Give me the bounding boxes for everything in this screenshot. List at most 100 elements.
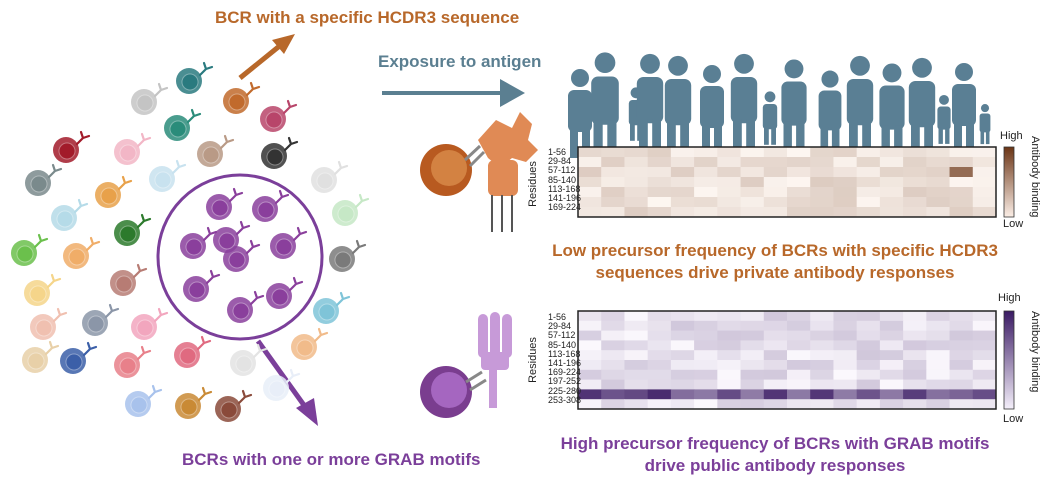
heatmap-cell: [694, 167, 718, 178]
heatmap-cell: [833, 187, 858, 198]
grab-b-cell: [213, 220, 251, 253]
b-cell: [25, 163, 63, 196]
heatmap-cell: [903, 369, 927, 381]
person-icon: [762, 91, 778, 145]
heatmap-cell: [694, 350, 718, 361]
heatmap-cell: [647, 177, 672, 188]
heatmap-cell: [972, 147, 997, 158]
heatmap-cell: [624, 350, 649, 361]
heatmap-cell: [856, 311, 881, 322]
heatmap-cell: [647, 157, 672, 168]
heatmap-cell: [949, 350, 974, 361]
heatmap-cell: [763, 177, 788, 188]
residue-row-label: 169-224: [548, 367, 582, 378]
heatmap-cell: [926, 197, 951, 208]
heatmap-cell: [787, 340, 811, 351]
heatmap-cell: [763, 207, 788, 218]
heatmap-cell: [578, 207, 602, 218]
heatmap-cell: [903, 187, 927, 198]
heatmap-cell: [926, 369, 951, 381]
heatmap-cell: [578, 311, 602, 322]
heatmap-cell: [578, 320, 602, 332]
heatmap-cell: [903, 399, 927, 410]
heatmap-cell: [601, 311, 625, 322]
heatmap-cell: [624, 320, 649, 332]
top-legend-high: High: [1000, 130, 1023, 142]
heatmap-cell: [670, 187, 695, 198]
heatmap-cell: [717, 340, 742, 351]
heatmap-cell: [670, 350, 695, 361]
heatmap-cell: [856, 207, 881, 218]
heatmap-cell: [833, 207, 858, 218]
heatmap-cell: [578, 330, 602, 341]
heatmap-cell: [949, 320, 974, 332]
grab-bcr-cluster-circle: [156, 173, 324, 341]
heatmap-cell: [647, 360, 672, 371]
b-cell: [11, 233, 49, 266]
hcdr3-bcr-label: BCR with a specific HCDR3 sequence: [215, 8, 520, 27]
heatmap-cell: [926, 320, 951, 332]
heatmap-cell: [810, 330, 834, 341]
heatmap-cell: [926, 360, 951, 371]
heatmap-cell: [879, 167, 904, 178]
heatmap-cell: [670, 157, 695, 168]
heatmap-cell: [717, 147, 742, 158]
heatmap-cell: [694, 369, 718, 381]
heatmap-cell: [856, 157, 881, 168]
heatmap-cell: [763, 360, 788, 371]
heatmap-cell: [578, 157, 602, 168]
heatmap-cell: [717, 197, 742, 208]
heatmap-cell: [949, 167, 974, 178]
heatmap-cell: [926, 330, 951, 341]
legend-colorbar-bottom: [1003, 310, 1015, 410]
heatmap-cell: [810, 167, 834, 178]
heatmap-cell: [694, 207, 718, 218]
heatmap-cell: [787, 197, 811, 208]
heatmap-cell: [647, 320, 672, 332]
exposure-label: Exposure to antigen: [378, 52, 542, 71]
heatmap-cell: [879, 157, 904, 168]
population-people-icon: [568, 52, 991, 158]
heatmap-cell: [740, 147, 765, 158]
heatmap-cell: [926, 311, 951, 322]
heatmap-cell: [740, 157, 765, 168]
heatmap-cell: [787, 320, 811, 332]
heatmap-cell: [810, 399, 834, 410]
purple-arrow: [255, 339, 318, 426]
b-cell: [263, 368, 301, 401]
heatmap-cell: [717, 311, 742, 322]
heatmap-cell: [787, 207, 811, 218]
heatmap-cell: [903, 147, 927, 158]
heatmap-cell: [740, 320, 765, 332]
heatmap-cell: [624, 340, 649, 351]
heatmap-cell: [601, 389, 625, 400]
heatmap-cell: [578, 177, 602, 188]
heatmap-cell: [833, 379, 858, 390]
heatmap-cell: [879, 379, 904, 390]
heatmap-cell: [717, 177, 742, 188]
heatmap-cell: [601, 379, 625, 390]
heatmap-cell: [856, 389, 881, 400]
heatmap-public: [577, 310, 997, 410]
heatmap-cell: [903, 207, 927, 218]
b-cell: [95, 175, 133, 208]
public-caption-line1: High precursor frequency of BCRs with GR…: [560, 434, 990, 453]
heatmap-cell: [694, 330, 718, 341]
heatmap-cell: [833, 369, 858, 381]
b-cell: [110, 263, 148, 296]
heatmap-cell: [624, 360, 649, 371]
heatmap-cell: [856, 399, 881, 410]
heatmap-cell: [856, 187, 881, 198]
heatmap-cell: [903, 330, 927, 341]
b-cell: [114, 132, 152, 165]
heatmap-frame: [577, 146, 997, 218]
b-cell: [332, 193, 370, 226]
person-icon: [908, 57, 936, 156]
heatmap-cell: [647, 330, 672, 341]
person-icon: [568, 69, 592, 158]
heatmap-cell: [903, 389, 927, 400]
heatmap-cell: [903, 379, 927, 390]
b-cell: [131, 307, 169, 340]
heatmap-cell: [787, 389, 811, 400]
heatmap-cell: [670, 167, 695, 178]
